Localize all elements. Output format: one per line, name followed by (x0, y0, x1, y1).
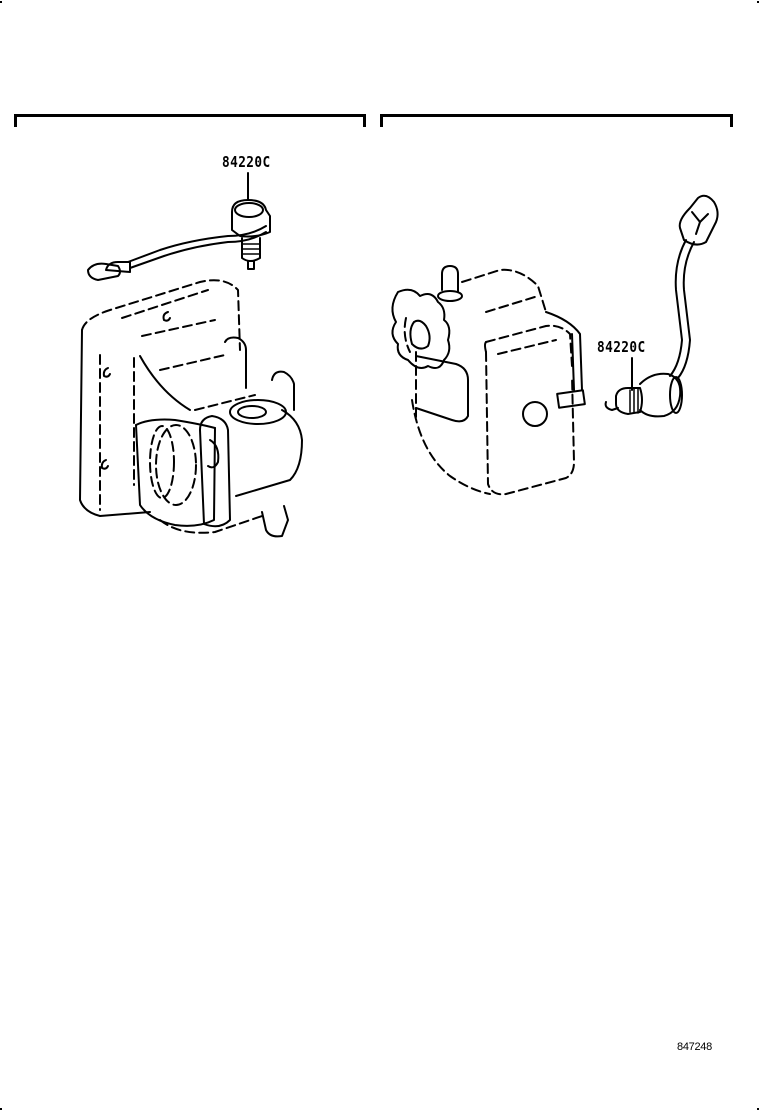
figure-number: 847248 (677, 1041, 712, 1053)
corner-mark-top-right (757, 1, 759, 3)
left-throttle-body-icon (79, 279, 303, 538)
right-part-callout[interactable]: 84220C (597, 338, 646, 356)
corner-mark-bottom-left (0, 1108, 2, 1110)
left-panel-bracket (14, 114, 366, 127)
right-panel-bracket (380, 114, 733, 127)
right-actuator-housing-icon (391, 265, 586, 496)
corner-mark-top-left (0, 1, 2, 3)
left-part-callout[interactable]: 84220C (222, 153, 271, 171)
corner-mark-bottom-right (757, 1108, 759, 1110)
left-sensor-switch-icon (87, 172, 271, 281)
right-sensor-switch-icon (604, 194, 719, 418)
